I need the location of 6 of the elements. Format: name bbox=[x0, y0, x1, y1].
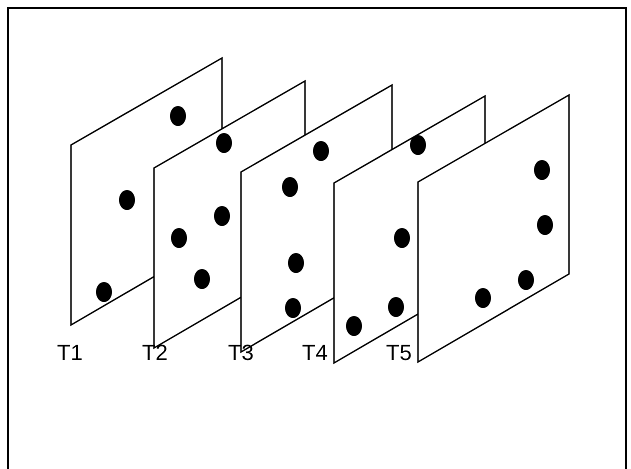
frame-label: T4 bbox=[302, 342, 328, 364]
frame-label: T1 bbox=[57, 342, 83, 364]
frame-label: T2 bbox=[142, 342, 168, 364]
frame-label: T3 bbox=[228, 342, 254, 364]
frame-label: T5 bbox=[386, 342, 412, 364]
frame-drawing bbox=[417, 94, 570, 363]
